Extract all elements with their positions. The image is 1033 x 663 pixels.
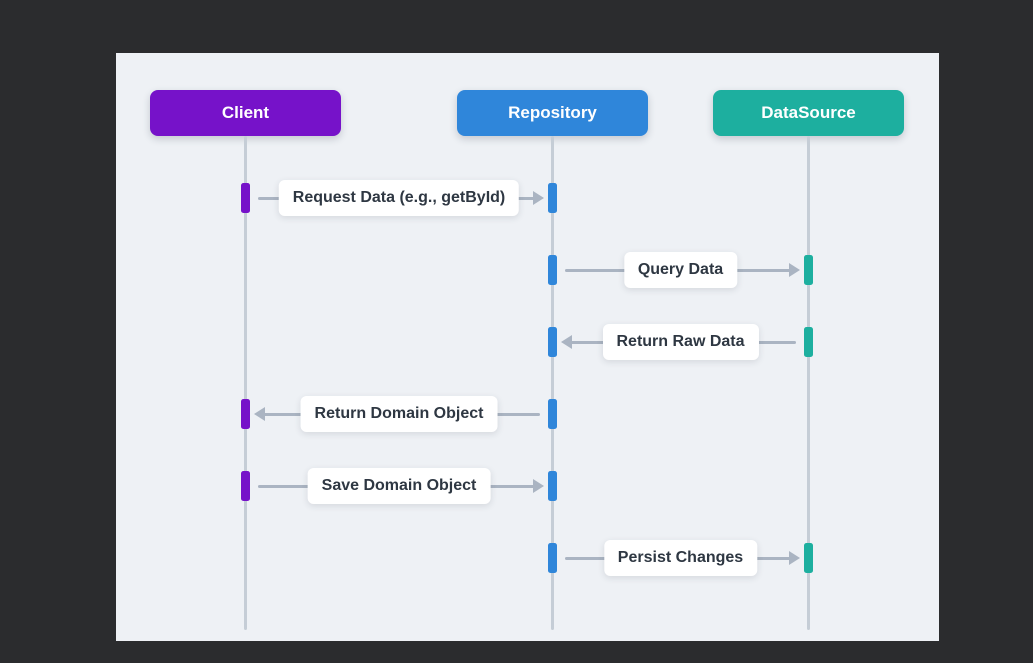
- activation-bar-datasource: [804, 255, 813, 285]
- actor-label-client: Client: [221, 103, 270, 122]
- message-label: Return Raw Data: [602, 324, 759, 360]
- message-row-return-raw-data: Return Raw Data: [552, 323, 809, 361]
- arrowhead-right-icon: [789, 551, 800, 565]
- activation-bar-client: [241, 471, 250, 501]
- message-row-return-domain-object: Return Domain Object: [245, 395, 553, 433]
- activation-bar-datasource: [804, 327, 813, 357]
- actor-box-client: Client: [150, 90, 341, 136]
- arrowhead-left-icon: [254, 407, 265, 421]
- activation-bar-repository: [548, 399, 557, 429]
- message-label: Save Domain Object: [307, 468, 491, 504]
- message-label: Query Data: [623, 252, 738, 288]
- message-row-query-data: Query Data: [552, 251, 809, 289]
- activation-bar-datasource: [804, 543, 813, 573]
- activation-bar-repository: [548, 471, 557, 501]
- lifeline-repository: [551, 136, 554, 630]
- arrowhead-right-icon: [533, 191, 544, 205]
- actor-box-datasource: DataSource: [713, 90, 904, 136]
- arrowhead-right-icon: [789, 263, 800, 277]
- actor-box-repository: Repository: [457, 90, 648, 136]
- message-label: Request Data (e.g., getById): [278, 180, 520, 216]
- activation-bar-repository: [548, 327, 557, 357]
- activation-bar-client: [241, 399, 250, 429]
- actor-label-repository: Repository: [508, 103, 597, 122]
- actor-label-datasource: DataSource: [761, 103, 856, 122]
- message-row-persist-changes: Persist Changes: [552, 539, 809, 577]
- diagram-panel: Client Repository DataSource Request Dat…: [116, 53, 939, 641]
- activation-bar-client: [241, 183, 250, 213]
- activation-bar-repository: [548, 543, 557, 573]
- lifeline-client: [244, 136, 247, 630]
- message-label: Return Domain Object: [300, 396, 498, 432]
- arrowhead-left-icon: [561, 335, 572, 349]
- lifeline-datasource: [807, 136, 810, 630]
- activation-bar-repository: [548, 255, 557, 285]
- message-row-request-data: Request Data (e.g., getById): [245, 179, 553, 217]
- activation-bar-repository: [548, 183, 557, 213]
- message-row-save-domain-object: Save Domain Object: [245, 467, 553, 505]
- message-label: Persist Changes: [603, 540, 758, 576]
- arrowhead-right-icon: [533, 479, 544, 493]
